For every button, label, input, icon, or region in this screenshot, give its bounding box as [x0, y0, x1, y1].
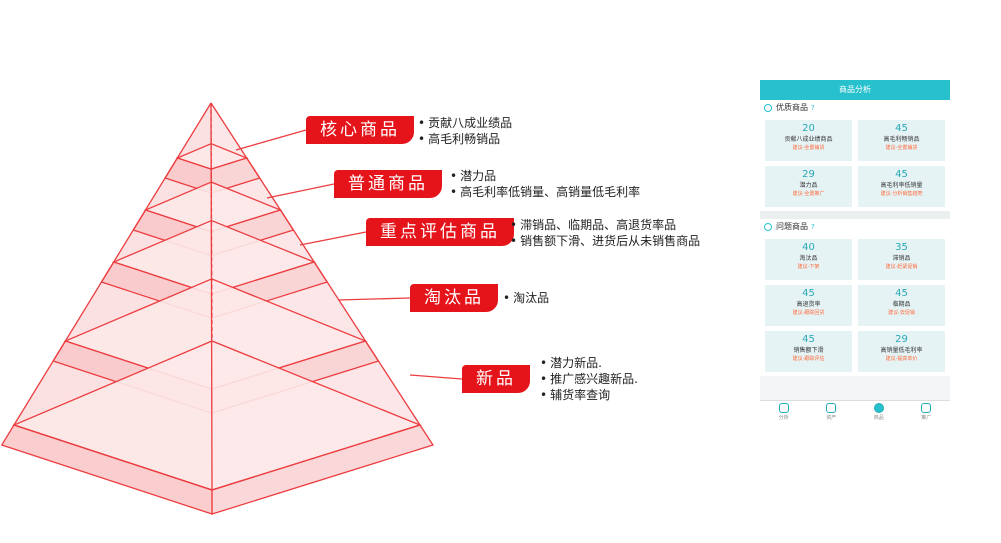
tab-assets[interactable]: 资产	[808, 401, 856, 425]
card-name: 贡献八成业绩商品	[784, 136, 833, 143]
bullet-item: 潜力新品.	[540, 355, 638, 371]
card-value: 45	[802, 334, 815, 345]
stat-card[interactable]: 20 贡献八成业绩商品建议-全置铺货	[765, 120, 852, 161]
section-title-quality: 优质商品 ?	[760, 100, 950, 116]
bullet-item: 推广感兴趣新品.	[540, 371, 638, 387]
card-name: 高毛利率低销量	[880, 182, 923, 189]
card-name: 销售额下滑	[793, 347, 824, 354]
pyramid-hidden-edge	[210, 102, 213, 342]
pyramid-edge	[211, 424, 421, 491]
tier-bullets-normal: 潜力品 高毛利率低销量、高销量低毛利率	[450, 168, 640, 200]
bullet-item: 滞销品、临期品、高退货率品	[510, 217, 700, 233]
card-value: 20	[802, 123, 815, 134]
bottom-tab-bar: 分析 资产 商品 推广	[760, 400, 950, 425]
phone-title: 商品分析	[760, 80, 950, 100]
card-suggestion: 建议-全置铺货	[792, 145, 825, 151]
problem-card-grid: 40 淘汰品建议-下架 35 滞销品建议-赶紧促销 45 高退货率建议-跟踪回货 45…	[760, 235, 950, 376]
bell-icon	[764, 223, 772, 231]
stat-card[interactable]: 35 滞销品建议-赶紧促销	[858, 239, 945, 280]
card-value: 45	[802, 288, 815, 299]
pyramid-edge	[13, 424, 213, 491]
section-title-problem: 问题商品 ?	[760, 219, 950, 235]
bullet-item: 高毛利畅销品	[418, 131, 512, 147]
stat-card[interactable]: 45 高毛利率低销量建议-分析销售趋势	[858, 166, 945, 207]
card-value: 45	[895, 123, 908, 134]
card-suggestion: 建议-跟踪评估	[792, 356, 825, 362]
tab-label: 分析	[778, 415, 789, 421]
card-name: 淘汰品	[799, 255, 818, 262]
asset-icon	[826, 403, 837, 413]
card-name: 临期品	[892, 301, 911, 308]
tab-label: 推广	[921, 415, 932, 421]
card-suggestion: 建议-全置铺货	[885, 145, 918, 151]
stat-card[interactable]: 29 高销量低毛利率建议-提高单价	[858, 331, 945, 372]
tier-label-core: 核心商品	[306, 116, 414, 144]
stat-card[interactable]: 45 销售额下滑建议-跟踪评估	[765, 331, 852, 372]
stat-card[interactable]: 45 临期品建议-去促销	[858, 285, 945, 326]
pyramid-edge	[210, 102, 421, 426]
card-value: 29	[895, 334, 908, 345]
diamond-icon	[764, 104, 772, 112]
stat-card[interactable]: 29 潜力品建议-全置推广	[765, 166, 852, 207]
tier-label-evaluate: 重点评估商品	[366, 218, 514, 246]
help-icon[interactable]: ?	[811, 104, 815, 112]
tab-label: 资产	[826, 415, 837, 421]
tab-goods[interactable]: 商品	[855, 401, 903, 425]
card-value: 40	[802, 242, 815, 253]
card-value: 35	[895, 242, 908, 253]
card-suggestion: 建议-全置推广	[792, 191, 825, 197]
label-connector	[409, 374, 463, 380]
bullet-item: 淘汰品	[503, 290, 549, 306]
section-title-text: 问题商品	[776, 222, 808, 231]
card-value: 29	[802, 169, 815, 180]
tab-label: 商品	[873, 415, 884, 421]
chart-icon	[778, 403, 789, 413]
card-name: 高销量低毛利率	[880, 347, 923, 354]
tier-bullets-core: 贡献八成业绩品 高毛利畅销品	[418, 115, 512, 147]
card-suggestion: 建议-赶紧促销	[885, 264, 918, 270]
bullet-item: 高毛利率低销量、高销量低毛利率	[450, 184, 640, 200]
goods-icon	[873, 403, 884, 413]
card-suggestion: 建议-下架	[797, 264, 820, 270]
label-connector	[337, 297, 411, 301]
label-connector	[266, 183, 335, 199]
card-suggestion: 建议-分析销售趋势	[880, 191, 923, 197]
tier-bullets-eliminate: 淘汰品	[503, 290, 549, 306]
tier-bullets-new: 潜力新品. 推广感兴趣新品. 辅货率查询	[540, 355, 638, 403]
section-title-text: 优质商品	[776, 103, 808, 112]
card-suggestion: 建议-跟踪回货	[792, 310, 825, 316]
bullet-item: 销售额下滑、进货后从未销售商品	[510, 233, 700, 249]
stat-card[interactable]: 45 高退货率建议-跟踪回货	[765, 285, 852, 326]
tab-analysis[interactable]: 分析	[760, 401, 808, 425]
tier-label-normal: 普通商品	[334, 170, 442, 198]
stat-card[interactable]: 40 淘汰品建议-下架	[765, 239, 852, 280]
bullet-item: 贡献八成业绩品	[418, 115, 512, 131]
label-connector	[299, 231, 367, 246]
label-connector	[235, 129, 307, 151]
stat-card[interactable]: 45 高毛利畅销品建议-全置铺货	[858, 120, 945, 161]
pyramid-edge	[13, 102, 212, 426]
tier-label-eliminate: 淘汰品	[410, 284, 498, 312]
section-divider	[760, 211, 950, 219]
card-value: 45	[895, 169, 908, 180]
tier-bullets-evaluate: 滞销品、临期品、高退货率品 销售额下滑、进货后从未销售商品	[510, 217, 700, 249]
bullet-item: 潜力品	[450, 168, 640, 184]
card-name: 高毛利畅销品	[883, 136, 920, 143]
card-suggestion: 建议-去促销	[888, 310, 915, 316]
card-suggestion: 建议-提高单价	[885, 356, 918, 362]
tab-promote[interactable]: 推广	[903, 401, 951, 425]
card-name: 滞销品	[892, 255, 911, 262]
tier-label-new: 新品	[462, 365, 530, 393]
card-name: 高退货率	[796, 301, 821, 308]
bullet-item: 辅货率查询	[540, 387, 638, 403]
card-name: 潜力品	[799, 182, 818, 189]
promote-icon	[921, 403, 932, 413]
card-value: 45	[895, 288, 908, 299]
help-icon[interactable]: ?	[811, 223, 815, 231]
